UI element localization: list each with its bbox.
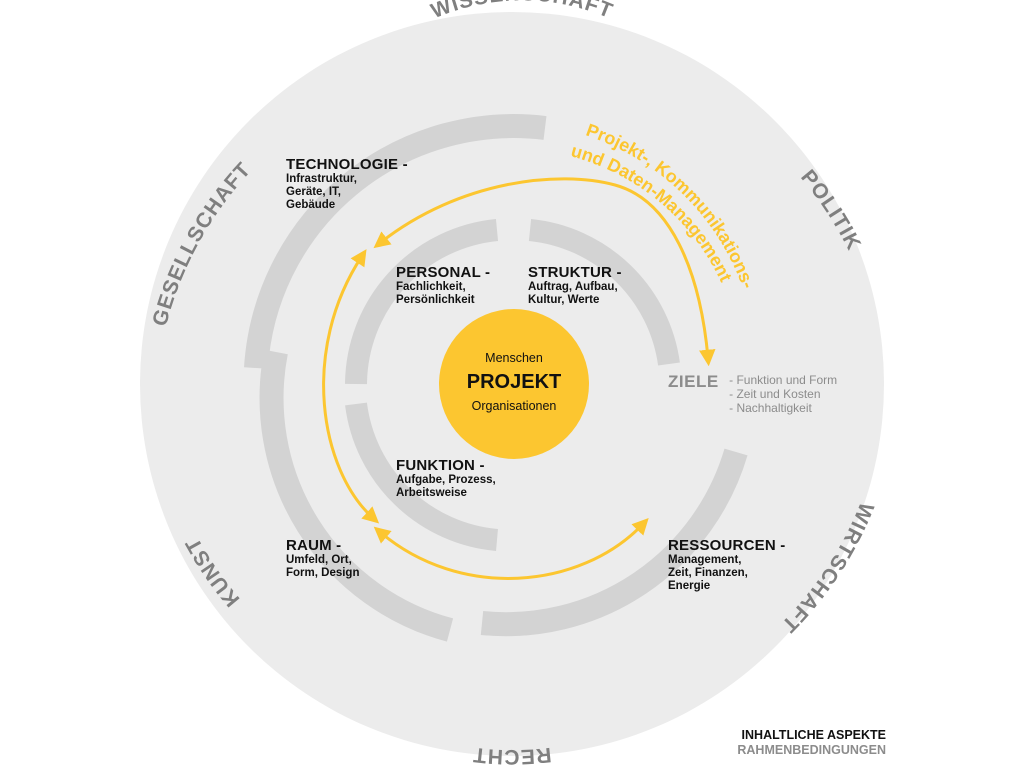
arrow-bottom	[373, 518, 649, 580]
arrow-top	[373, 177, 716, 367]
core-projekt: Menschen PROJEKT Organisationen	[439, 309, 589, 459]
aspect-technologie-line: Gebäude	[286, 199, 336, 211]
ziele-list: - Funktion und Form - Zeit und Kosten - …	[729, 373, 837, 415]
aspect-funktion-head: FUNKTION -	[396, 457, 485, 474]
aspect-ressourcen-head: RESSOURCEN -	[668, 537, 786, 554]
aspect-ressourcen-line: Management,	[668, 554, 742, 566]
legend-secondary: RAHMENBEDINGUNGEN	[737, 743, 886, 757]
aspect-raum-line: Form, Design	[286, 567, 360, 579]
legend-primary: INHALTLICHE ASPEKTE	[741, 728, 886, 742]
ziele-block: ZIELE - Funktion und Form - Zeit und Kos…	[668, 372, 837, 415]
arrow-left	[322, 249, 380, 524]
aspect-ressourcen: RESSOURCEN - Management, Zeit, Finanzen,…	[668, 537, 785, 593]
aspect-funktion: FUNKTION - Aufgabe, Prozess, Arbeitsweis…	[396, 457, 496, 500]
aspect-technologie-line: Geräte, IT,	[286, 186, 341, 198]
management-arrows	[322, 177, 716, 580]
core-title: PROJEKT	[466, 371, 562, 393]
aspect-personal-head: PERSONAL -	[396, 264, 491, 281]
aspect-personal-line: Persönlichkeit	[396, 294, 475, 306]
aspect-raum-line: Umfeld, Ort,	[286, 554, 352, 566]
aspect-personal-line: Fachlichkeit,	[396, 281, 466, 293]
aspect-struktur-line: Auftrag, Aufbau,	[528, 281, 618, 293]
ziele-head: ZIELE	[668, 372, 719, 391]
ziele-item: - Nachhaltigkeit	[729, 401, 812, 415]
legend: INHALTLICHE ASPEKTE RAHMENBEDINGUNGEN	[737, 728, 886, 758]
aspect-ressourcen-line: Zeit, Finanzen,	[668, 567, 748, 579]
ring-segment-ressourcen	[480, 448, 748, 637]
core-bottom-label: Organisationen	[471, 399, 557, 413]
aspect-technologie-head: TECHNOLOGIE -	[286, 156, 408, 173]
aspect-ressourcen-line: Energie	[668, 580, 711, 592]
ring-segment-technologie	[244, 114, 547, 369]
aspect-struktur: STRUKTUR - Auftrag, Aufbau, Kultur, Wert…	[528, 264, 622, 307]
ziele-item: - Funktion und Form	[729, 373, 838, 387]
ziele-item: - Zeit und Kosten	[729, 387, 821, 401]
aspect-technologie-line: Infrastruktur,	[286, 173, 357, 185]
aspect-struktur-head: STRUKTUR -	[528, 264, 622, 281]
ring-segment-raum	[259, 349, 454, 642]
aspect-funktion-line: Aufgabe, Prozess,	[396, 474, 496, 486]
core-circle	[439, 309, 589, 459]
aspect-raum: RAUM - Umfeld, Ort, Form, Design	[286, 537, 359, 580]
aspect-technologie: TECHNOLOGIE - Infrastruktur, Geräte, IT,…	[286, 156, 408, 212]
label-recht: RECHT	[471, 743, 552, 768]
aspect-personal: PERSONAL - Fachlichkeit, Persönlichkeit	[396, 264, 490, 307]
aspect-funktion-line: Arbeitsweise	[396, 487, 467, 499]
core-top-label: Menschen	[485, 351, 543, 365]
aspect-struktur-line: Kultur, Werte	[528, 294, 600, 306]
outer-ring-segments	[244, 114, 748, 642]
aspect-raum-head: RAUM -	[286, 537, 342, 554]
